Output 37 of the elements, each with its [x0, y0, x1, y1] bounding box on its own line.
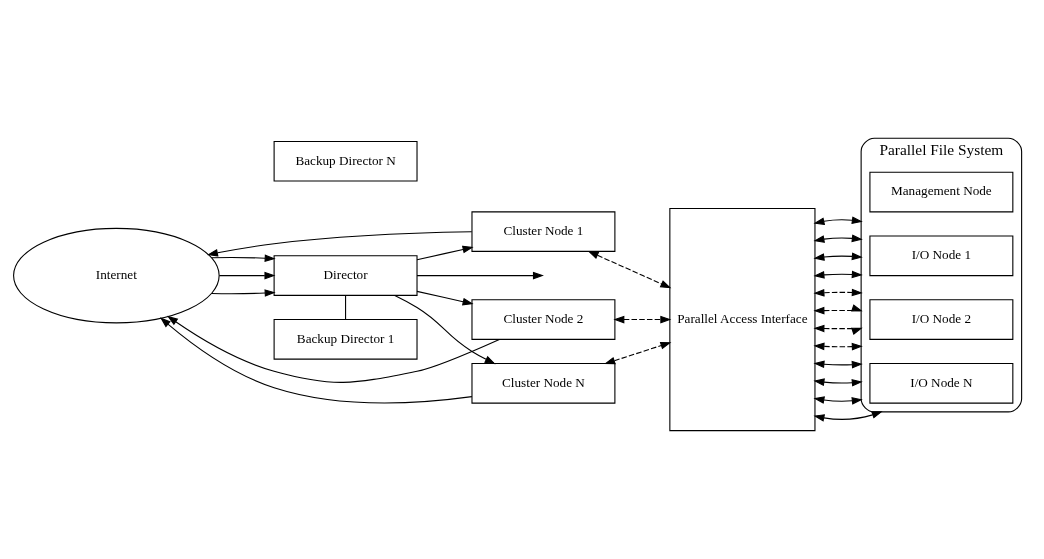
arrow: [813, 233, 863, 243]
arrow: [813, 377, 863, 387]
node-box: I/O Node 2: [869, 298, 1014, 340]
arrow: [813, 270, 863, 279]
arrow: [813, 359, 863, 369]
arrow: [604, 341, 672, 364]
arrow: [416, 271, 544, 279]
node-box: I/O Node N: [869, 362, 1014, 404]
arrow: [613, 315, 672, 323]
arrow: [394, 294, 496, 364]
node-box: Director: [273, 254, 418, 296]
connector: [345, 294, 347, 320]
arrow: [813, 395, 863, 405]
arrow: [416, 290, 474, 305]
arrow: [416, 245, 474, 260]
arrow: [218, 271, 276, 279]
arrow: [813, 303, 863, 314]
arrow: [211, 253, 276, 262]
arrow: [813, 410, 883, 422]
node-box: Cluster Node 1: [471, 210, 616, 252]
arrow: [587, 250, 672, 288]
node-box: I/O Node 1: [869, 235, 1014, 276]
arrow: [813, 288, 863, 297]
arrow: [206, 230, 473, 257]
arrow: [813, 215, 863, 225]
node-box: Backup Director N: [273, 140, 418, 182]
node-box: Cluster Node N: [471, 362, 616, 404]
node-box: Management Node: [869, 171, 1014, 212]
node-box: Backup Director 1: [273, 318, 418, 360]
arrow: [813, 342, 863, 350]
node-box: Cluster Node 2: [471, 298, 616, 340]
node-box: Parallel Access Interface: [669, 207, 816, 431]
arrow: [167, 315, 500, 383]
arrow: [159, 316, 473, 403]
arrow: [813, 324, 863, 335]
arrow: [813, 252, 863, 261]
arrow: [211, 288, 276, 297]
